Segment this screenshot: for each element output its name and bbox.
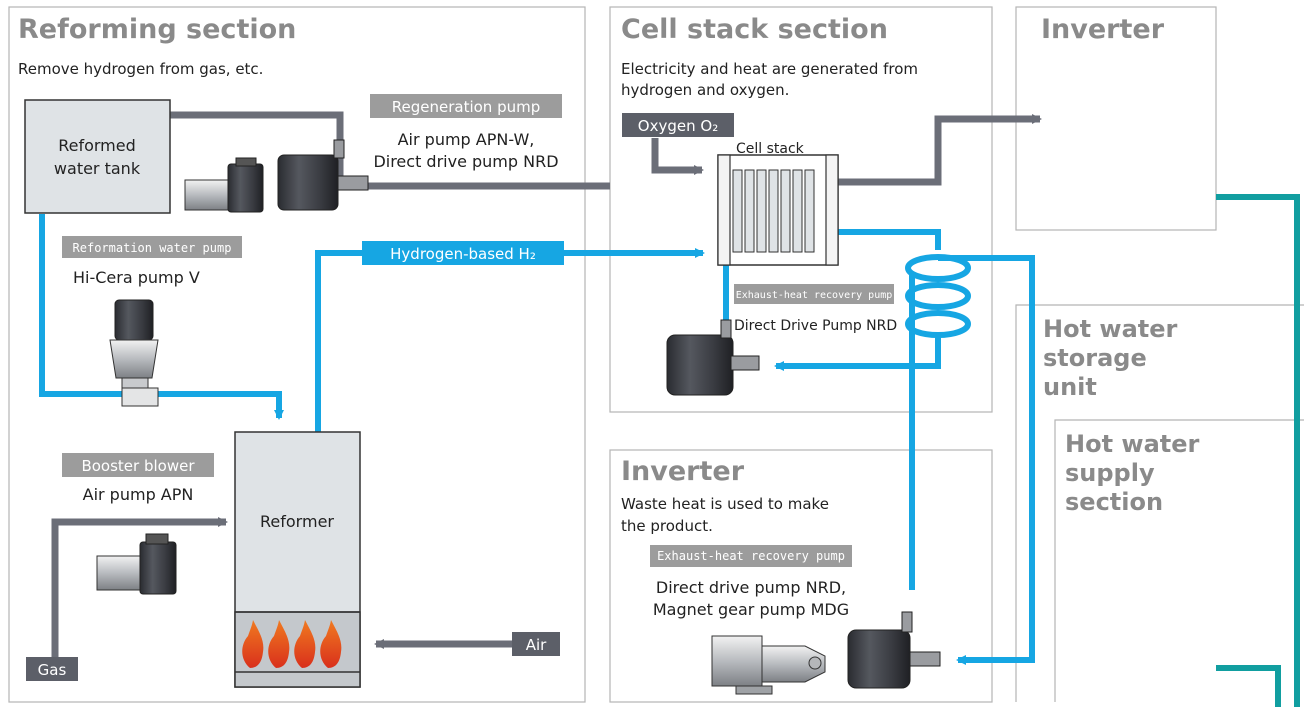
inverter-top-title: Inverter (1041, 14, 1165, 45)
exhaust-heat-inverter-tag (650, 545, 852, 567)
cell-stack-title: Cell stack section (621, 14, 888, 45)
reformation-water-pump-tag (62, 236, 242, 258)
air-pump-apn-label: Air pump APN (83, 485, 194, 504)
reforming-title: Reforming section (18, 14, 296, 45)
air-tag (512, 632, 560, 656)
booster-blower-tag-text: Booster blower (81, 457, 195, 475)
air-pump-apn-w-icon (184, 157, 264, 213)
booster-blower-tag (62, 453, 214, 477)
inverter-mid-description-1: Waste heat is used to make (621, 495, 829, 513)
flame-icon (242, 620, 342, 668)
exhaust-heat-cell-tag-text: Exhaust-heat recovery pump (736, 290, 893, 301)
hot-water-supply-panel (1054, 419, 1304, 702)
reformed-water-tank (24, 99, 171, 214)
direct-drive-pump-inverter-icon (847, 611, 941, 689)
gas-flow (51, 517, 228, 668)
gas-tag-text: Gas (38, 661, 67, 679)
direct-drive-pump-cell-icon (666, 319, 760, 396)
cell-stack-panel (609, 6, 993, 413)
oxygen-flow (651, 138, 704, 175)
direct-drive-cell-label: Direct Drive Pump NRD (734, 318, 897, 334)
hot-water-supply-title-1: Hot water (1065, 430, 1200, 458)
magnet-gear-pump-icon (711, 635, 826, 695)
hot-water-storage-panel (1015, 304, 1304, 702)
air-pump-apn-icon (96, 533, 177, 595)
inverter-mid-description-2: the product. (621, 517, 713, 535)
reforming-description: Remove hydrogen from gas, etc. (18, 60, 263, 78)
reforming-panel (8, 6, 586, 703)
inverter-mid-panel (609, 449, 993, 703)
oxygen-tag (622, 113, 734, 137)
cell-stack-icon (717, 154, 839, 266)
tank-label-1: Reformed (58, 136, 136, 155)
hi-cera-pump-label: Hi-Cera pump V (73, 268, 200, 287)
inverter-heat-flow (938, 255, 1035, 665)
tank-label-2: water tank (54, 159, 141, 178)
inverter-pump-label-2: Magnet gear pump MDG (653, 600, 849, 619)
hot-water-flow-inner (1216, 665, 1281, 707)
hot-water-flow (1216, 194, 1300, 707)
oxygen-tag-text: Oxygen O₂ (638, 117, 718, 135)
exhaust-heat-cell-tag (734, 284, 894, 304)
gas-tag (26, 657, 78, 681)
cell-stack-label: Cell stack (736, 141, 805, 157)
cell-stack-description-1: Electricity and heat are generated from (621, 60, 918, 78)
regeneration-pump-tag-text: Regeneration pump (392, 98, 540, 116)
hydrogen-tag (362, 241, 564, 265)
hot-water-storage-title-2: storage (1043, 344, 1147, 372)
regeneration-pump-label-2: Direct drive pump NRD (373, 152, 558, 171)
inverter-mid-title: Inverter (621, 456, 745, 487)
hot-water-storage-title-1: Hot water (1043, 315, 1178, 343)
hot-water-storage-title-3: unit (1043, 373, 1097, 401)
inverter-pump-label-1: Direct drive pump NRD, (656, 578, 846, 597)
exhaust-heat-inverter-tag-text: Exhaust-heat recovery pump (657, 549, 845, 563)
hot-water-supply-title-2: supply (1065, 459, 1155, 487)
regeneration-pump-label-1: Air pump APN-W, (398, 130, 535, 149)
direct-drive-pump-regen-icon (277, 139, 369, 211)
reformer-label: Reformer (260, 512, 334, 531)
exhaust-heat-return (774, 336, 941, 371)
hi-cera-pump-icon (109, 299, 159, 407)
reformation-water-flow (39, 214, 284, 420)
cell-stack-description-2: hydrogen and oxygen. (621, 81, 789, 99)
hydrogen-tag-text: Hydrogen-based H₂ (390, 245, 536, 263)
power-output-flow (838, 114, 1042, 186)
hot-water-supply-title-3: section (1065, 488, 1163, 516)
hydrogen-flow (315, 248, 705, 432)
heat-exchanger-coil-icon (905, 254, 971, 338)
reformation-water-pump-tag-text: Reformation water pump (73, 241, 232, 255)
air-tag-text: Air (526, 636, 547, 654)
regeneration-pump-tag (370, 94, 562, 118)
regeneration-flow (142, 110, 610, 190)
